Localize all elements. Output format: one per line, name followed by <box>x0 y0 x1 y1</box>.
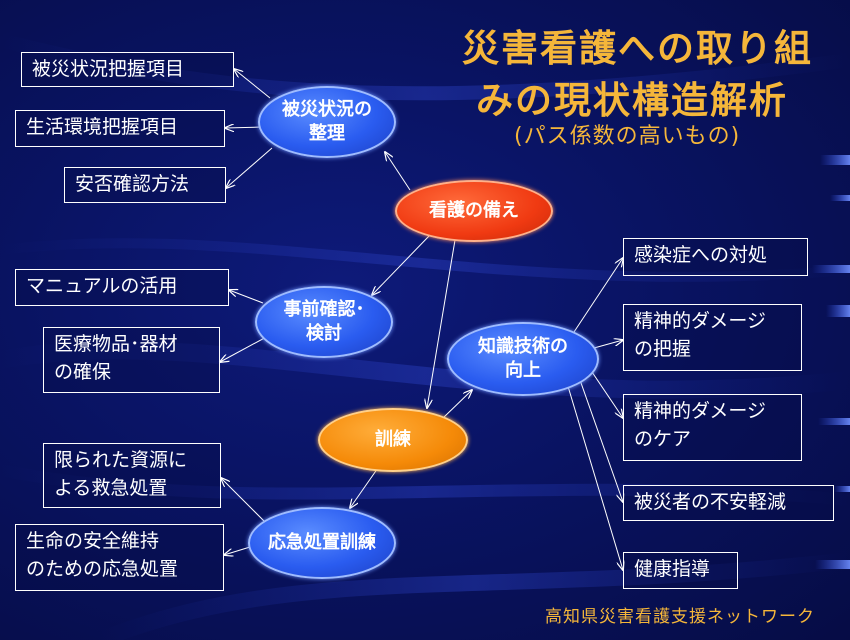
arrow-chishiki-to-fuan <box>579 379 623 502</box>
box-seikatsu: 生活環境把握項目 <box>15 110 225 147</box>
arrow-oukyu-to-seimei <box>224 546 251 555</box>
title-subtitle: (パス係数の高いもの) <box>514 124 741 149</box>
box-manual: マニュアルの活用 <box>15 269 229 306</box>
box-kansen: 感染症への対処 <box>623 238 808 276</box>
box-iryou: 医療物品･器材 の確保 <box>43 327 220 393</box>
box-gentei: 限られた資源に よる救急処置 <box>43 443 221 508</box>
arrow-jizen-to-manual <box>229 290 264 304</box>
arrow-hisai-to-anpi <box>226 147 273 188</box>
title-line-1: 災害看護への取り組 <box>462 27 813 70</box>
box-seishin-care: 精神的ダメージ のケア <box>623 394 802 461</box>
node-kango-sonae: 看護の備え <box>395 180 553 242</box>
node-jizen-kakunin: 事前確認･ 検討 <box>255 286 393 358</box>
arrow-hisai-to-haaku <box>234 69 271 99</box>
box-kenkou: 健康指導 <box>623 552 738 589</box>
footer-organization: 高知県災害看護支援ネットワーク <box>545 607 815 627</box>
arrow-chishiki-to-kenkou <box>566 382 623 570</box>
arrow-hisai-to-seikatsu <box>225 127 263 128</box>
box-hisai-haaku: 被災状況把握項目 <box>21 52 234 87</box>
box-seishin-haaku: 精神的ダメージ の把握 <box>623 304 802 371</box>
arrow-chishiki-to-seishin-haaku <box>593 340 623 349</box>
box-seimei: 生命の安全維持 のための応急処置 <box>15 524 224 591</box>
node-hisai-seiri: 被災状況の 整理 <box>258 86 396 158</box>
arrow-chishiki-to-kansen <box>571 258 623 336</box>
node-kunren: 訓練 <box>318 408 468 472</box>
arrow-chishiki-to-seishin-care <box>591 371 623 418</box>
box-anpi: 安否確認方法 <box>64 167 226 203</box>
title-line-2: みの現状構造解析 <box>476 79 788 122</box>
box-fuan: 被災者の不安軽減 <box>623 485 834 521</box>
arrow-jizen-to-iryou <box>220 334 271 362</box>
node-chishiki: 知識技術の 向上 <box>447 322 599 396</box>
arrow-kunren-to-chishiki <box>442 390 472 419</box>
arrow-sonae-to-jizen <box>372 234 431 295</box>
arrow-sonae-to-kunren <box>427 239 456 408</box>
arrow-sonae-to-hisai <box>385 152 411 191</box>
node-oukyu: 応急処置訓練 <box>248 507 396 579</box>
arrow-oukyu-to-gentei <box>221 478 271 528</box>
arrow-kunren-to-oukyu <box>350 464 381 508</box>
